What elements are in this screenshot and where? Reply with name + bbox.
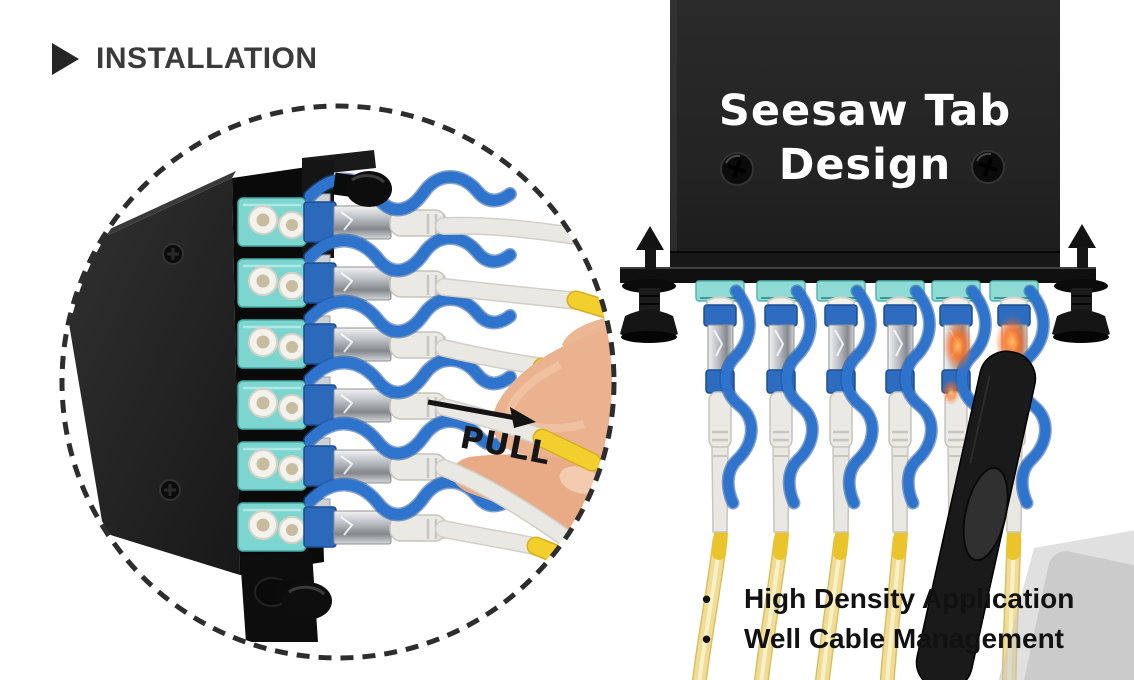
yellow-cable xyxy=(814,527,849,680)
mounting-rivet-icon xyxy=(1052,224,1110,343)
pull-arrow-icon xyxy=(427,399,517,421)
bullet-icon: • xyxy=(702,623,712,654)
screw-icon xyxy=(159,479,181,501)
page-title: INSTALLATION xyxy=(96,42,318,75)
play-triangle-icon xyxy=(52,43,79,75)
dashed-circle-border xyxy=(59,103,617,661)
screw-icon xyxy=(162,243,184,265)
feature-text: High Density Application xyxy=(744,583,1075,614)
yellow-cable xyxy=(691,527,728,680)
thumbscrew-knob xyxy=(254,577,332,620)
pull-arrowhead-icon xyxy=(510,407,536,428)
bullet-icon: • xyxy=(702,583,712,614)
yellow-cable xyxy=(753,527,789,680)
panel-title: Seesaw Tab Design xyxy=(670,84,1060,192)
extraction-tool xyxy=(915,350,1037,680)
section-header: INSTALLATION xyxy=(52,42,318,76)
feature-item: • High Density Application xyxy=(696,579,1074,619)
yellow-cable xyxy=(879,527,908,680)
feature-text: Well Cable Management xyxy=(744,623,1065,654)
mounting-rivet-icon xyxy=(620,226,678,343)
screw-icon xyxy=(720,152,754,186)
left-inset-photo: 1 13 21 xyxy=(64,150,612,642)
feature-item: • Well Cable Management xyxy=(696,619,1074,659)
wall-panel xyxy=(620,0,1110,343)
screw-icon xyxy=(971,150,1005,184)
panel-title-line: Design xyxy=(778,140,952,190)
mounting-flange xyxy=(620,268,1096,283)
panel-title-line: Seesaw Tab xyxy=(718,86,1012,136)
feature-list: • High Density Application • Well Cable … xyxy=(696,579,1074,659)
watermark-overlay xyxy=(998,530,1134,680)
thumbscrew-knob xyxy=(332,171,392,207)
